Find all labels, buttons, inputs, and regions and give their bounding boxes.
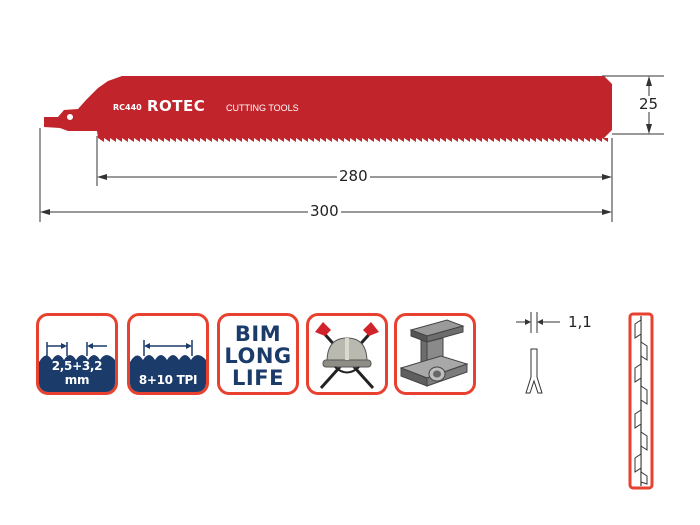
tooth-pitch-label: 2,5+3,2 mm <box>51 359 103 387</box>
dim-thickness: 1,1 <box>566 313 594 331</box>
tpi-label: 8+10 TPI <box>138 373 198 387</box>
tpi-badge: 8+10 TPI <box>127 313 209 395</box>
dim-total-length: 300 <box>308 202 341 220</box>
bim-line-2: LONG <box>224 344 292 368</box>
bim-line-3: LIFE <box>232 366 284 390</box>
bim-line-1: BIM <box>234 322 282 346</box>
blade-drawing: RC440 ROTEC CUTTING TOOLS <box>39 75 664 222</box>
steel-profiles-icon <box>399 319 469 387</box>
tooth-set-icon <box>628 312 654 490</box>
dim-toothed-length: 280 <box>337 167 370 185</box>
tooth-pitch-badge: 2,5+3,2 mm <box>36 313 118 395</box>
blade-tagline: CUTTING TOOLS <box>226 103 299 113</box>
bim-long-life-badge: BIM LONG LIFE <box>217 313 299 395</box>
dim-height: 25 <box>637 95 661 113</box>
firefighter-helmet-axes-icon <box>315 322 379 390</box>
blade-profile-icon <box>516 312 560 394</box>
tpi-icon <box>130 340 206 392</box>
tooth-pitch-icon <box>39 342 115 392</box>
saw-blade <box>44 76 612 138</box>
blade-teeth <box>98 138 608 142</box>
blade-model: RC440 <box>113 103 142 112</box>
firefighter-badge <box>306 313 388 395</box>
blade-brand: ROTEC <box>147 97 205 115</box>
steel-profiles-badge <box>394 313 476 395</box>
mounting-hole <box>67 114 73 120</box>
saw-teeth <box>98 138 608 142</box>
